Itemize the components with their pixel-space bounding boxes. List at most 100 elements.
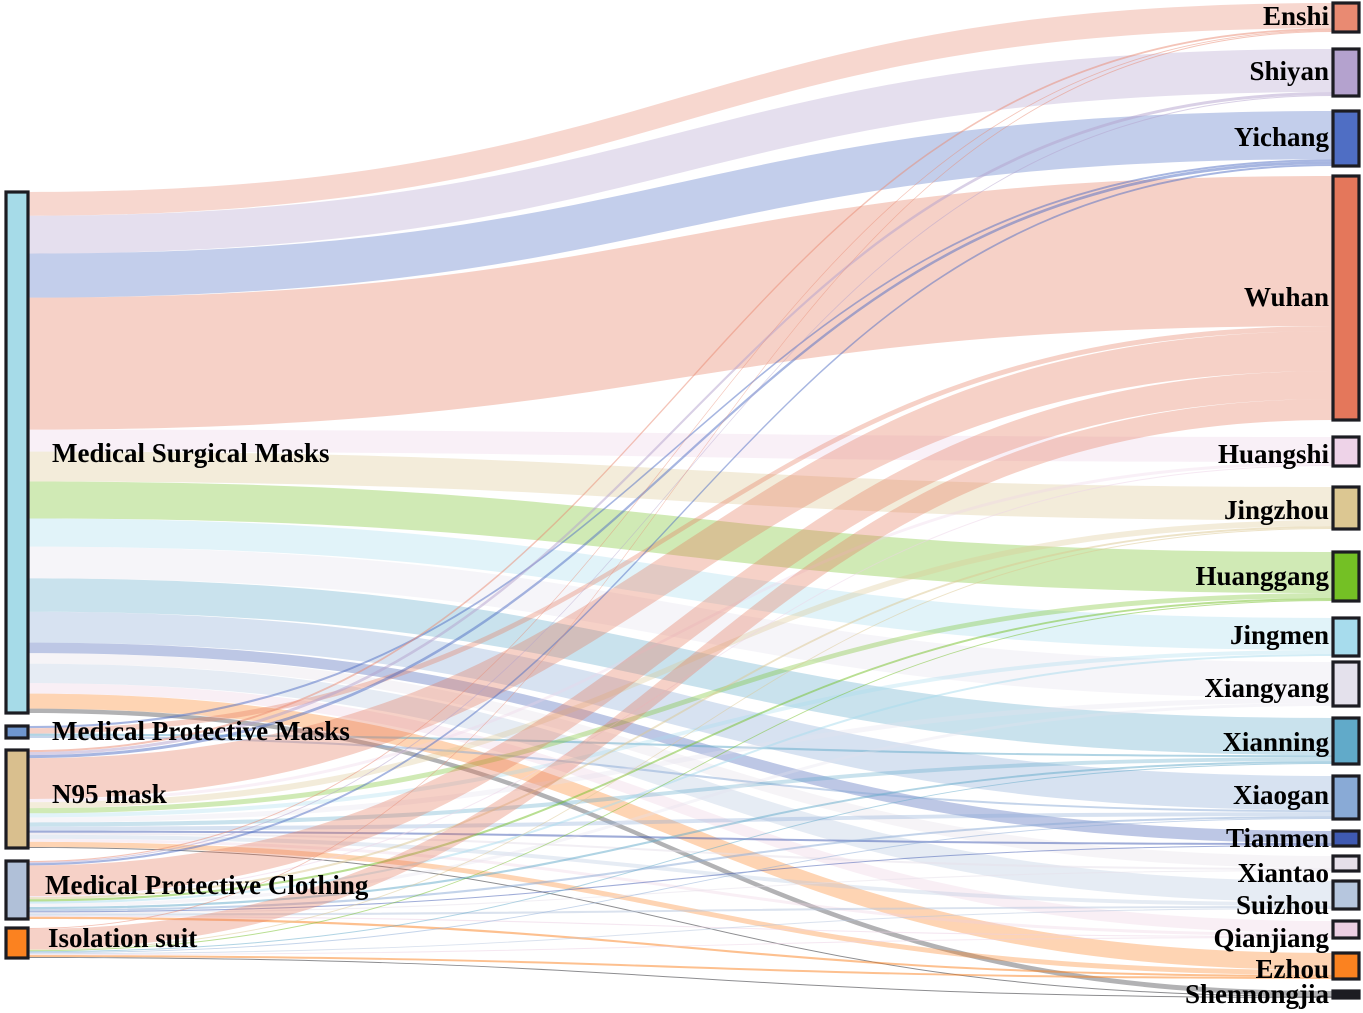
sankey-link[interactable] bbox=[28, 159, 1333, 729]
sankey-node-medical_surgical_masks[interactable] bbox=[4, 190, 30, 715]
sankey-link[interactable] bbox=[28, 331, 1333, 799]
node-label-xianning: Xianning bbox=[1222, 727, 1329, 757]
sankey-link[interactable] bbox=[28, 698, 1333, 823]
sankey-node-suizhou[interactable] bbox=[1331, 879, 1361, 911]
sankey-link[interactable] bbox=[28, 818, 1333, 954]
sankey-node-xianning[interactable] bbox=[1331, 716, 1361, 766]
sankey-link[interactable] bbox=[28, 546, 1333, 698]
sankey-link[interactable] bbox=[28, 816, 1333, 912]
sankey-link[interactable] bbox=[28, 399, 1333, 950]
sankey-link[interactable] bbox=[28, 834, 1333, 907]
sankey-link[interactable] bbox=[28, 600, 1333, 952]
sankey-node-medical_protective_clothing[interactable] bbox=[4, 859, 30, 921]
sankey-node-xiangyang[interactable] bbox=[1331, 660, 1361, 708]
node-label-medical_protective_masks: Medical Protective Masks bbox=[52, 716, 350, 746]
sankey-link[interactable] bbox=[28, 763, 1333, 953]
sankey-link[interactable] bbox=[28, 465, 1333, 898]
sankey-node-huanggang[interactable] bbox=[1331, 550, 1361, 603]
sankey-node-shennongjia[interactable] bbox=[1331, 989, 1361, 1000]
sankey-link[interactable] bbox=[28, 937, 1333, 956]
sankey-link[interactable] bbox=[28, 846, 1333, 997]
sankey-link[interactable] bbox=[28, 650, 1333, 818]
sankey-link[interactable] bbox=[28, 49, 1333, 254]
sankey-link[interactable] bbox=[28, 653, 1333, 868]
sankey-node-enshi[interactable] bbox=[1331, 1, 1361, 34]
sankey-node-ezhou[interactable] bbox=[1331, 951, 1361, 981]
sankey-link[interactable] bbox=[28, 642, 1333, 843]
sankey-link[interactable] bbox=[28, 812, 1333, 831]
sankey-node-qianjiang[interactable] bbox=[1331, 919, 1361, 940]
sankey-link[interactable] bbox=[28, 578, 1333, 756]
sankey-link[interactable] bbox=[28, 654, 1333, 904]
sankey-link[interactable] bbox=[28, 841, 1333, 975]
node-label-enshi: Enshi bbox=[1263, 1, 1330, 31]
sankey-link[interactable] bbox=[28, 451, 1333, 521]
sankey-link[interactable] bbox=[28, 832, 1333, 870]
links-layer bbox=[28, 3, 1333, 998]
node-label-qianjiang: Qianjiang bbox=[1213, 923, 1329, 953]
sankey-link[interactable] bbox=[28, 528, 1333, 951]
node-label-shennongjia: Shennongjia bbox=[1185, 979, 1330, 1009]
sankey-node-jingmen[interactable] bbox=[1331, 616, 1361, 658]
sankey-link[interactable] bbox=[28, 683, 1333, 933]
node-label-isolation_suit: Isolation suit bbox=[48, 923, 197, 953]
node-label-yichang: Yichang bbox=[1234, 122, 1330, 152]
node-label-medical_surgical_masks: Medical Surgical Masks bbox=[52, 438, 330, 468]
sankey-link[interactable] bbox=[28, 371, 1333, 897]
sankey-link[interactable] bbox=[28, 845, 1333, 913]
sankey-link[interactable] bbox=[28, 908, 1333, 955]
sankey-link[interactable] bbox=[28, 28, 1333, 753]
sankey-link[interactable] bbox=[28, 955, 1333, 979]
sankey-link[interactable] bbox=[28, 92, 1333, 756]
sankey-link[interactable] bbox=[28, 518, 1333, 650]
sankey-link[interactable] bbox=[28, 526, 1333, 900]
sankey-link[interactable] bbox=[28, 164, 1333, 866]
sankey-link[interactable] bbox=[28, 598, 1333, 902]
sankey-node-medical_protective_masks[interactable] bbox=[4, 724, 30, 740]
sankey-link[interactable] bbox=[28, 326, 1333, 734]
sankey-link[interactable] bbox=[28, 916, 1333, 977]
node-label-shiyan: Shiyan bbox=[1249, 56, 1329, 86]
node-label-wuhan: Wuhan bbox=[1244, 282, 1329, 312]
sankey-link[interactable] bbox=[28, 761, 1333, 910]
node-label-suizhou: Suizhou bbox=[1236, 890, 1329, 920]
sankey-link[interactable] bbox=[28, 838, 1333, 936]
node-label-huanggang: Huanggang bbox=[1195, 561, 1329, 591]
sankey-link[interactable] bbox=[28, 520, 1333, 809]
sankey-link[interactable] bbox=[28, 733, 1333, 758]
sankey-link[interactable] bbox=[28, 703, 1333, 907]
sankey-link[interactable] bbox=[28, 611, 1333, 811]
sankey-link[interactable] bbox=[28, 757, 1333, 827]
sankey-node-tianmen[interactable] bbox=[1331, 829, 1361, 848]
sankey-node-yichang[interactable] bbox=[1331, 109, 1361, 168]
node-label-xiaogan: Xiaogan bbox=[1233, 780, 1329, 810]
node-label-n95_mask: N95 mask bbox=[52, 779, 167, 809]
sankey-node-wuhan[interactable] bbox=[1331, 174, 1361, 422]
sankey-node-shiyan[interactable] bbox=[1331, 47, 1361, 98]
sankey-link[interactable] bbox=[28, 593, 1333, 814]
sankey-link[interactable] bbox=[28, 462, 1333, 803]
sankey-link[interactable] bbox=[28, 830, 1333, 845]
sankey-link[interactable] bbox=[28, 111, 1333, 298]
sankey-link[interactable] bbox=[28, 915, 1333, 937]
node-label-huangshi: Huangshi bbox=[1218, 439, 1330, 469]
nodes-layer bbox=[4, 1, 1361, 1000]
sankey-link[interactable] bbox=[28, 30, 1333, 863]
sankey-link[interactable] bbox=[28, 95, 1333, 864]
sankey-node-isolation_suit[interactable] bbox=[4, 926, 30, 960]
sankey-node-huangshi[interactable] bbox=[1331, 435, 1361, 468]
sankey-link[interactable] bbox=[28, 31, 1333, 929]
sankey-node-xiaogan[interactable] bbox=[1331, 774, 1361, 821]
sankey-link[interactable] bbox=[28, 735, 1333, 813]
sankey-link[interactable] bbox=[28, 870, 1333, 914]
sankey-link[interactable] bbox=[28, 3, 1333, 216]
sankey-node-jingzhou[interactable] bbox=[1331, 485, 1361, 531]
sankey-node-xiantao[interactable] bbox=[1331, 854, 1361, 873]
sankey-link[interactable] bbox=[28, 161, 1333, 759]
sankey-link[interactable] bbox=[28, 663, 1333, 903]
sankey-link[interactable] bbox=[28, 957, 1333, 998]
sankey-link[interactable] bbox=[28, 481, 1333, 594]
sankey-link[interactable] bbox=[28, 693, 1333, 970]
sankey-node-n95_mask[interactable] bbox=[4, 748, 30, 850]
